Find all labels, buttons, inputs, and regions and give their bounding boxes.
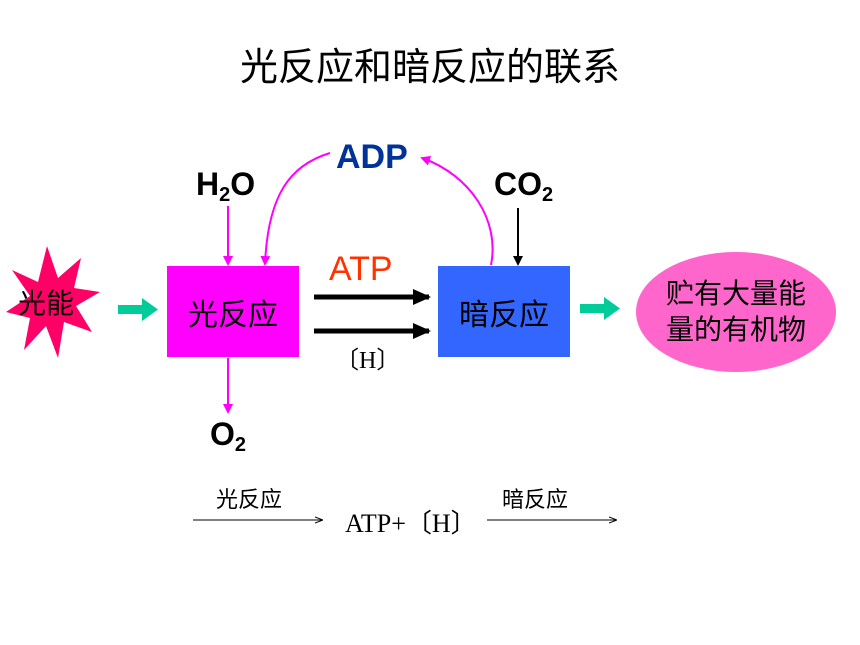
adp-label: ADP (336, 138, 408, 176)
organic-line-2: 量的有机物 (665, 313, 806, 346)
page-title: 光反应和暗反应的联系 (239, 45, 620, 89)
water-label: H2O (196, 166, 256, 206)
dark-reaction-label: 暗反应 (459, 297, 549, 333)
light-reaction-label: 光反应 (188, 297, 278, 333)
light-energy-burst (6, 246, 100, 358)
teal-arrow-light-to-box (118, 298, 158, 321)
equation-middle: ATP+〔H〕 (345, 509, 477, 538)
equation-step1-label: 光反应 (216, 488, 283, 513)
equation-step2-label: 暗反应 (502, 488, 569, 513)
atp-label: ATP (329, 250, 393, 288)
light-energy-label: 光能 (17, 287, 74, 320)
teal-arrow-dark-to-product (580, 297, 620, 320)
dark-to-adp-arrow (420, 155, 494, 266)
light-reaction-box: 光反应 (167, 266, 299, 357)
co2-label: CO2 (494, 166, 554, 206)
dark-reaction-box: 暗反应 (438, 266, 570, 357)
adp-to-light-arrow (260, 152, 331, 266)
h-label: 〔H〕 (335, 348, 401, 374)
organic-line-1: 贮有大量能 (665, 277, 806, 310)
oxygen-label: O2 (210, 416, 247, 456)
organic-matter-ellipse: 贮有大量能 量的有机物 (636, 252, 836, 372)
